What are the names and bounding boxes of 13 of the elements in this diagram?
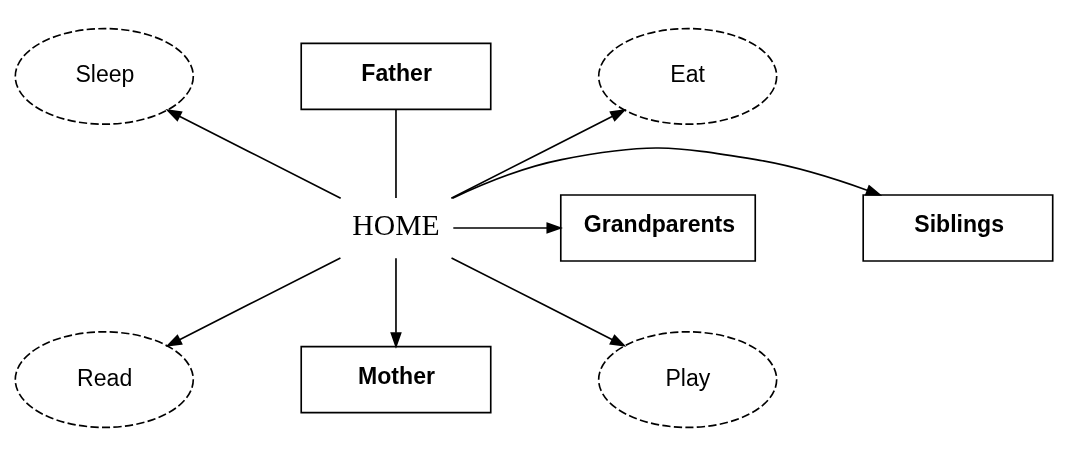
arrow <box>450 109 627 200</box>
arrow <box>450 257 627 347</box>
arrow <box>165 109 342 200</box>
node-box: Siblings <box>862 194 1054 262</box>
arrow <box>451 147 883 199</box>
arrow <box>390 257 402 349</box>
connector <box>395 108 397 199</box>
node-text: HOME <box>352 209 440 242</box>
node-box: Mother <box>300 345 492 414</box>
node-box: Grandparents <box>559 194 757 262</box>
arrow <box>165 257 342 347</box>
arrow <box>452 222 563 234</box>
node-box: Father <box>300 42 492 111</box>
